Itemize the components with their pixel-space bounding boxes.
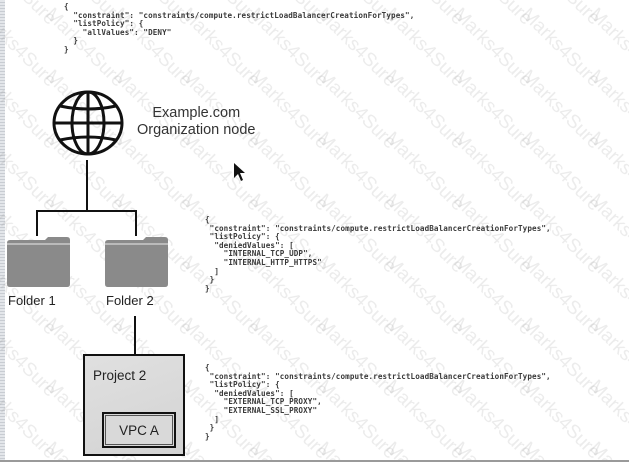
connector-to-folder-2 xyxy=(135,210,137,236)
connector-horizontal xyxy=(36,210,137,212)
connector-org-to-folders xyxy=(86,160,88,212)
org-node-title: Example.com xyxy=(152,105,241,121)
watermark-text: Marks4Sure xyxy=(584,0,629,30)
watermark-text: Marks4Sure xyxy=(449,66,537,154)
watermark-text: Marks4Sure xyxy=(381,66,469,154)
watermark-text: Marks4Sure xyxy=(584,438,629,462)
watermark-text: Marks4Sure xyxy=(245,128,333,216)
org-node-subtitle: Organization node xyxy=(137,122,256,138)
watermark-text: Marks4Sure xyxy=(0,0,60,30)
watermark-text: Marks4Sure xyxy=(312,438,400,462)
bottom-rule xyxy=(0,460,629,462)
watermark-text: Marks4Sure xyxy=(449,128,537,216)
watermark-text: Marks4Sure xyxy=(517,4,605,92)
project-2-box: Project 2 VPC A xyxy=(83,354,185,456)
mouse-cursor-icon xyxy=(234,163,245,181)
watermark-text: Marks4Sure xyxy=(244,438,332,462)
vpc-a-label: VPC A xyxy=(119,422,159,438)
watermark-text: Marks4Sure xyxy=(585,128,629,216)
watermark-text: Marks4Sure xyxy=(517,128,605,216)
watermark-text: Marks4Sure xyxy=(585,4,629,92)
folder-policy-json: { "constraint": "constraints/compute.res… xyxy=(205,215,551,293)
watermark-text: Marks4Sure xyxy=(517,66,605,154)
watermark-text: Marks4Sure xyxy=(449,4,537,92)
watermark-text: Marks4Sure xyxy=(0,314,61,402)
watermark-text: Marks4Sure xyxy=(313,128,401,216)
watermark-text: Marks4Sure xyxy=(381,128,469,216)
watermark-text: Marks4Sure xyxy=(245,66,333,154)
org-policy-json: { "constraint": "constraints/compute.res… xyxy=(64,2,415,54)
folder-2-icon xyxy=(105,237,168,287)
connector-to-folder-1 xyxy=(36,210,38,236)
watermark-text: Marks4Sure xyxy=(585,314,629,402)
watermark-text: Marks4Sure xyxy=(0,438,60,462)
folder-1-icon xyxy=(7,237,70,287)
watermark-text: Marks4Sure xyxy=(0,4,61,92)
watermark-text: Marks4Sure xyxy=(585,376,629,462)
project-2-label: Project 2 xyxy=(93,368,147,383)
watermark-text: Marks4Sure xyxy=(516,438,604,462)
left-edge-strip xyxy=(0,0,5,462)
watermark-text: Marks4Sure xyxy=(0,376,61,462)
watermark-text: Marks4Sure xyxy=(516,0,604,30)
project-policy-json: { "constraint": "constraints/compute.res… xyxy=(205,363,551,441)
watermark-text: Marks4Sure xyxy=(177,128,265,216)
watermark-text: Marks4Sure xyxy=(585,66,629,154)
folder-1-label: Folder 1 xyxy=(8,293,56,308)
globe-icon xyxy=(52,90,124,156)
watermark-text: Marks4Sure xyxy=(313,66,401,154)
org-node-label: Example.com Organization node xyxy=(137,105,256,139)
vpc-a-box: VPC A xyxy=(102,412,176,448)
watermark-text: Marks4Sure xyxy=(585,190,629,278)
watermark-text: Marks4Sure xyxy=(448,0,536,30)
folder-2-label: Folder 2 xyxy=(106,293,154,308)
watermark-text: Marks4Sure xyxy=(176,438,264,462)
connector-folder-2-to-project xyxy=(134,316,136,354)
watermark-text: Marks4Sure xyxy=(585,252,629,340)
watermark-text: Marks4Sure xyxy=(380,438,468,462)
watermark-text: Marks4Sure xyxy=(448,438,536,462)
